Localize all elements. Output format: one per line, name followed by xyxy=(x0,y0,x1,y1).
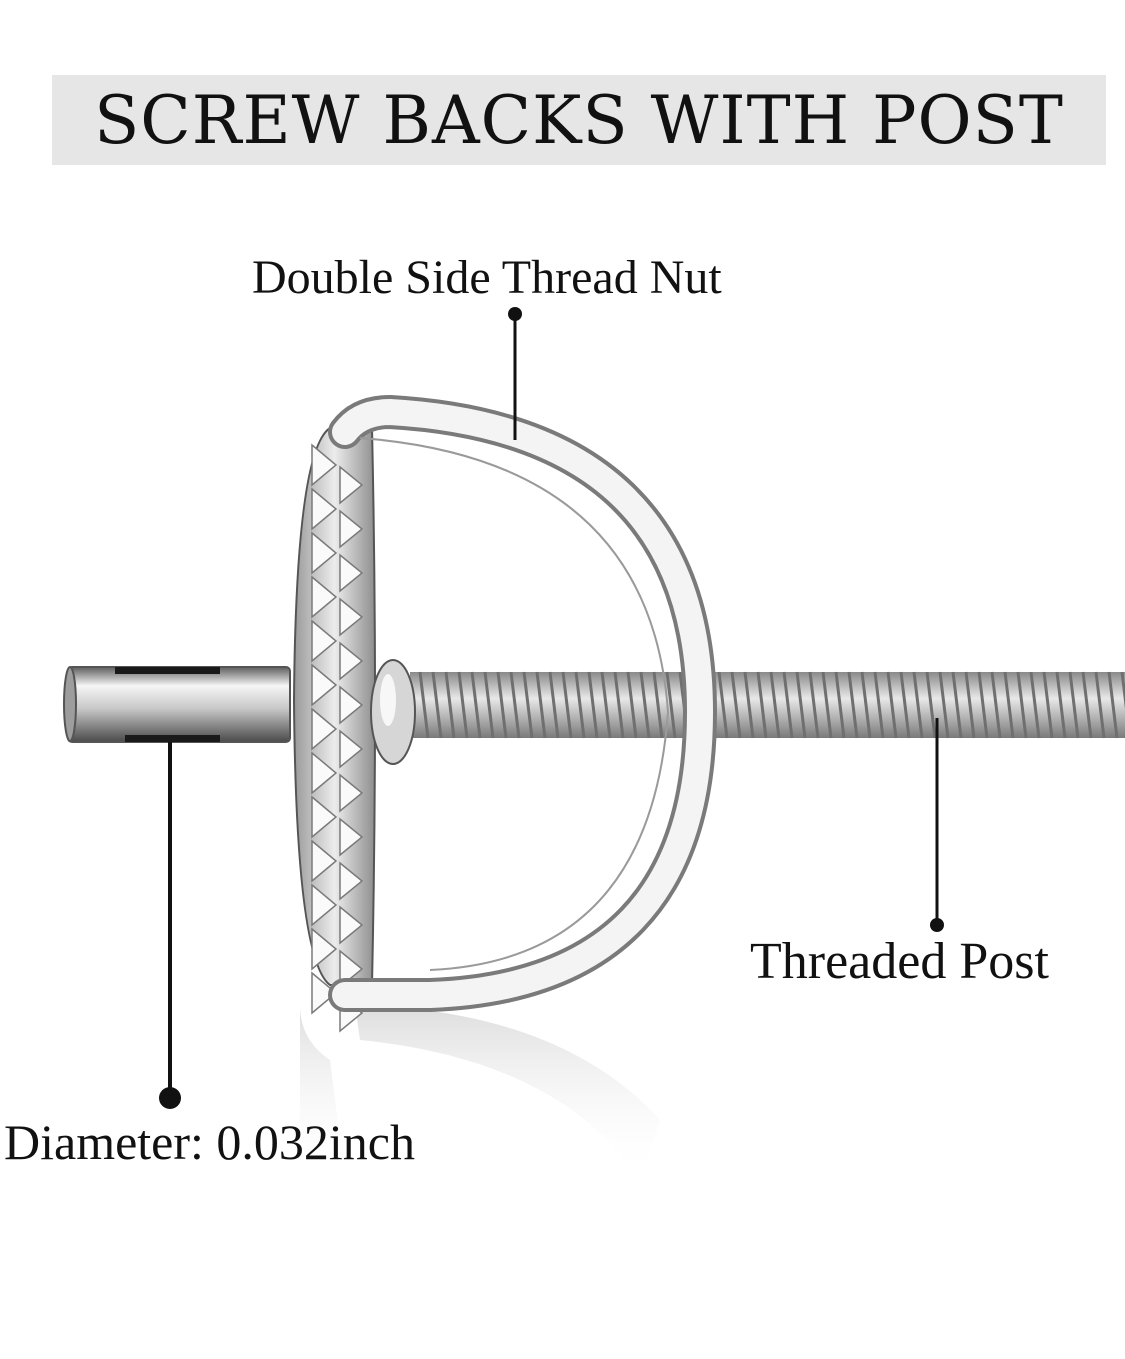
nut-label: Double Side Thread Nut xyxy=(252,251,722,304)
callout-post-pointer xyxy=(930,718,944,932)
callout-nut-pointer xyxy=(508,307,522,440)
safety-loop xyxy=(328,394,718,1012)
diameter-label: Diameter: 0.032inch xyxy=(4,1114,415,1170)
thread-nut-disc xyxy=(292,427,416,1033)
callout-diameter-pointer xyxy=(159,742,181,1109)
threaded-post-label: Threaded Post xyxy=(750,933,1049,990)
reflection xyxy=(300,1005,660,1180)
threaded-post xyxy=(410,671,1125,739)
page-title: SCREW BACKS WITH POST xyxy=(94,81,1064,159)
smooth-post xyxy=(63,666,291,743)
title-banner: SCREW BACKS WITH POST xyxy=(52,75,1106,165)
